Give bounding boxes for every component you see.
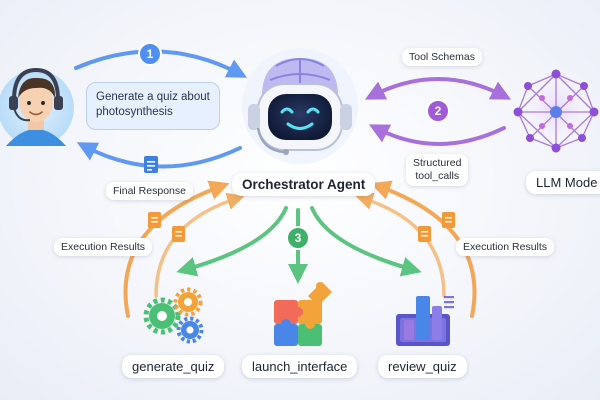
user-avatar-icon [0, 67, 74, 146]
step-2-number: 2 [435, 104, 442, 118]
step-badge-2: 2 [426, 99, 450, 123]
orchestrator-agent-label: Orchestrator Agent [232, 173, 376, 196]
document-icon-response [144, 156, 158, 173]
review-quiz-label: review_quiz [378, 355, 467, 378]
document-icon-exec-left-1 [148, 212, 161, 228]
orchestrator-robot-icon [242, 48, 358, 164]
launch-interface-label: launch_interface [242, 355, 358, 378]
document-icon-exec-right-1 [442, 212, 455, 228]
step-3-number: 3 [295, 231, 302, 245]
document-icon-exec-left-2 [172, 226, 185, 242]
structured-tool-calls-line1: Structured [413, 157, 462, 169]
structured-tool-calls-label: Structured tool_calls [406, 154, 469, 186]
structured-tool-calls-line2: tool_calls [415, 170, 460, 182]
puzzle-icon [274, 282, 332, 346]
user-message-text: Generate a quiz about photosynthesis [96, 91, 210, 118]
review-dashboard-icon [396, 296, 454, 346]
execution-results-right-label: Execution Results [456, 238, 555, 256]
document-icon-exec-right-2 [418, 226, 431, 242]
generate-quiz-label: generate_quiz [122, 355, 225, 378]
execution-results-left-label: Execution Results [54, 238, 153, 256]
tool-schemas-arrow [364, 77, 512, 100]
tool-arrow-generate [176, 206, 288, 277]
llm-model-label: LLM Mode [526, 171, 600, 194]
response-arrow [76, 142, 242, 169]
gears-icon [143, 287, 204, 344]
execution-arrow-right-outer [370, 180, 477, 318]
tool-calls-arrow [368, 124, 506, 146]
llm-network-icon [512, 66, 600, 154]
final-response-label: Final Response [106, 182, 193, 200]
step-1-number: 1 [147, 47, 154, 61]
user-message-bubble: Generate a quiz about photosynthesis [86, 82, 220, 130]
step-badge-1: 1 [138, 42, 162, 66]
tool-schemas-label: Tool Schemas [402, 48, 482, 66]
tool-arrow-review [310, 206, 422, 277]
step-badge-3: 3 [286, 226, 310, 250]
